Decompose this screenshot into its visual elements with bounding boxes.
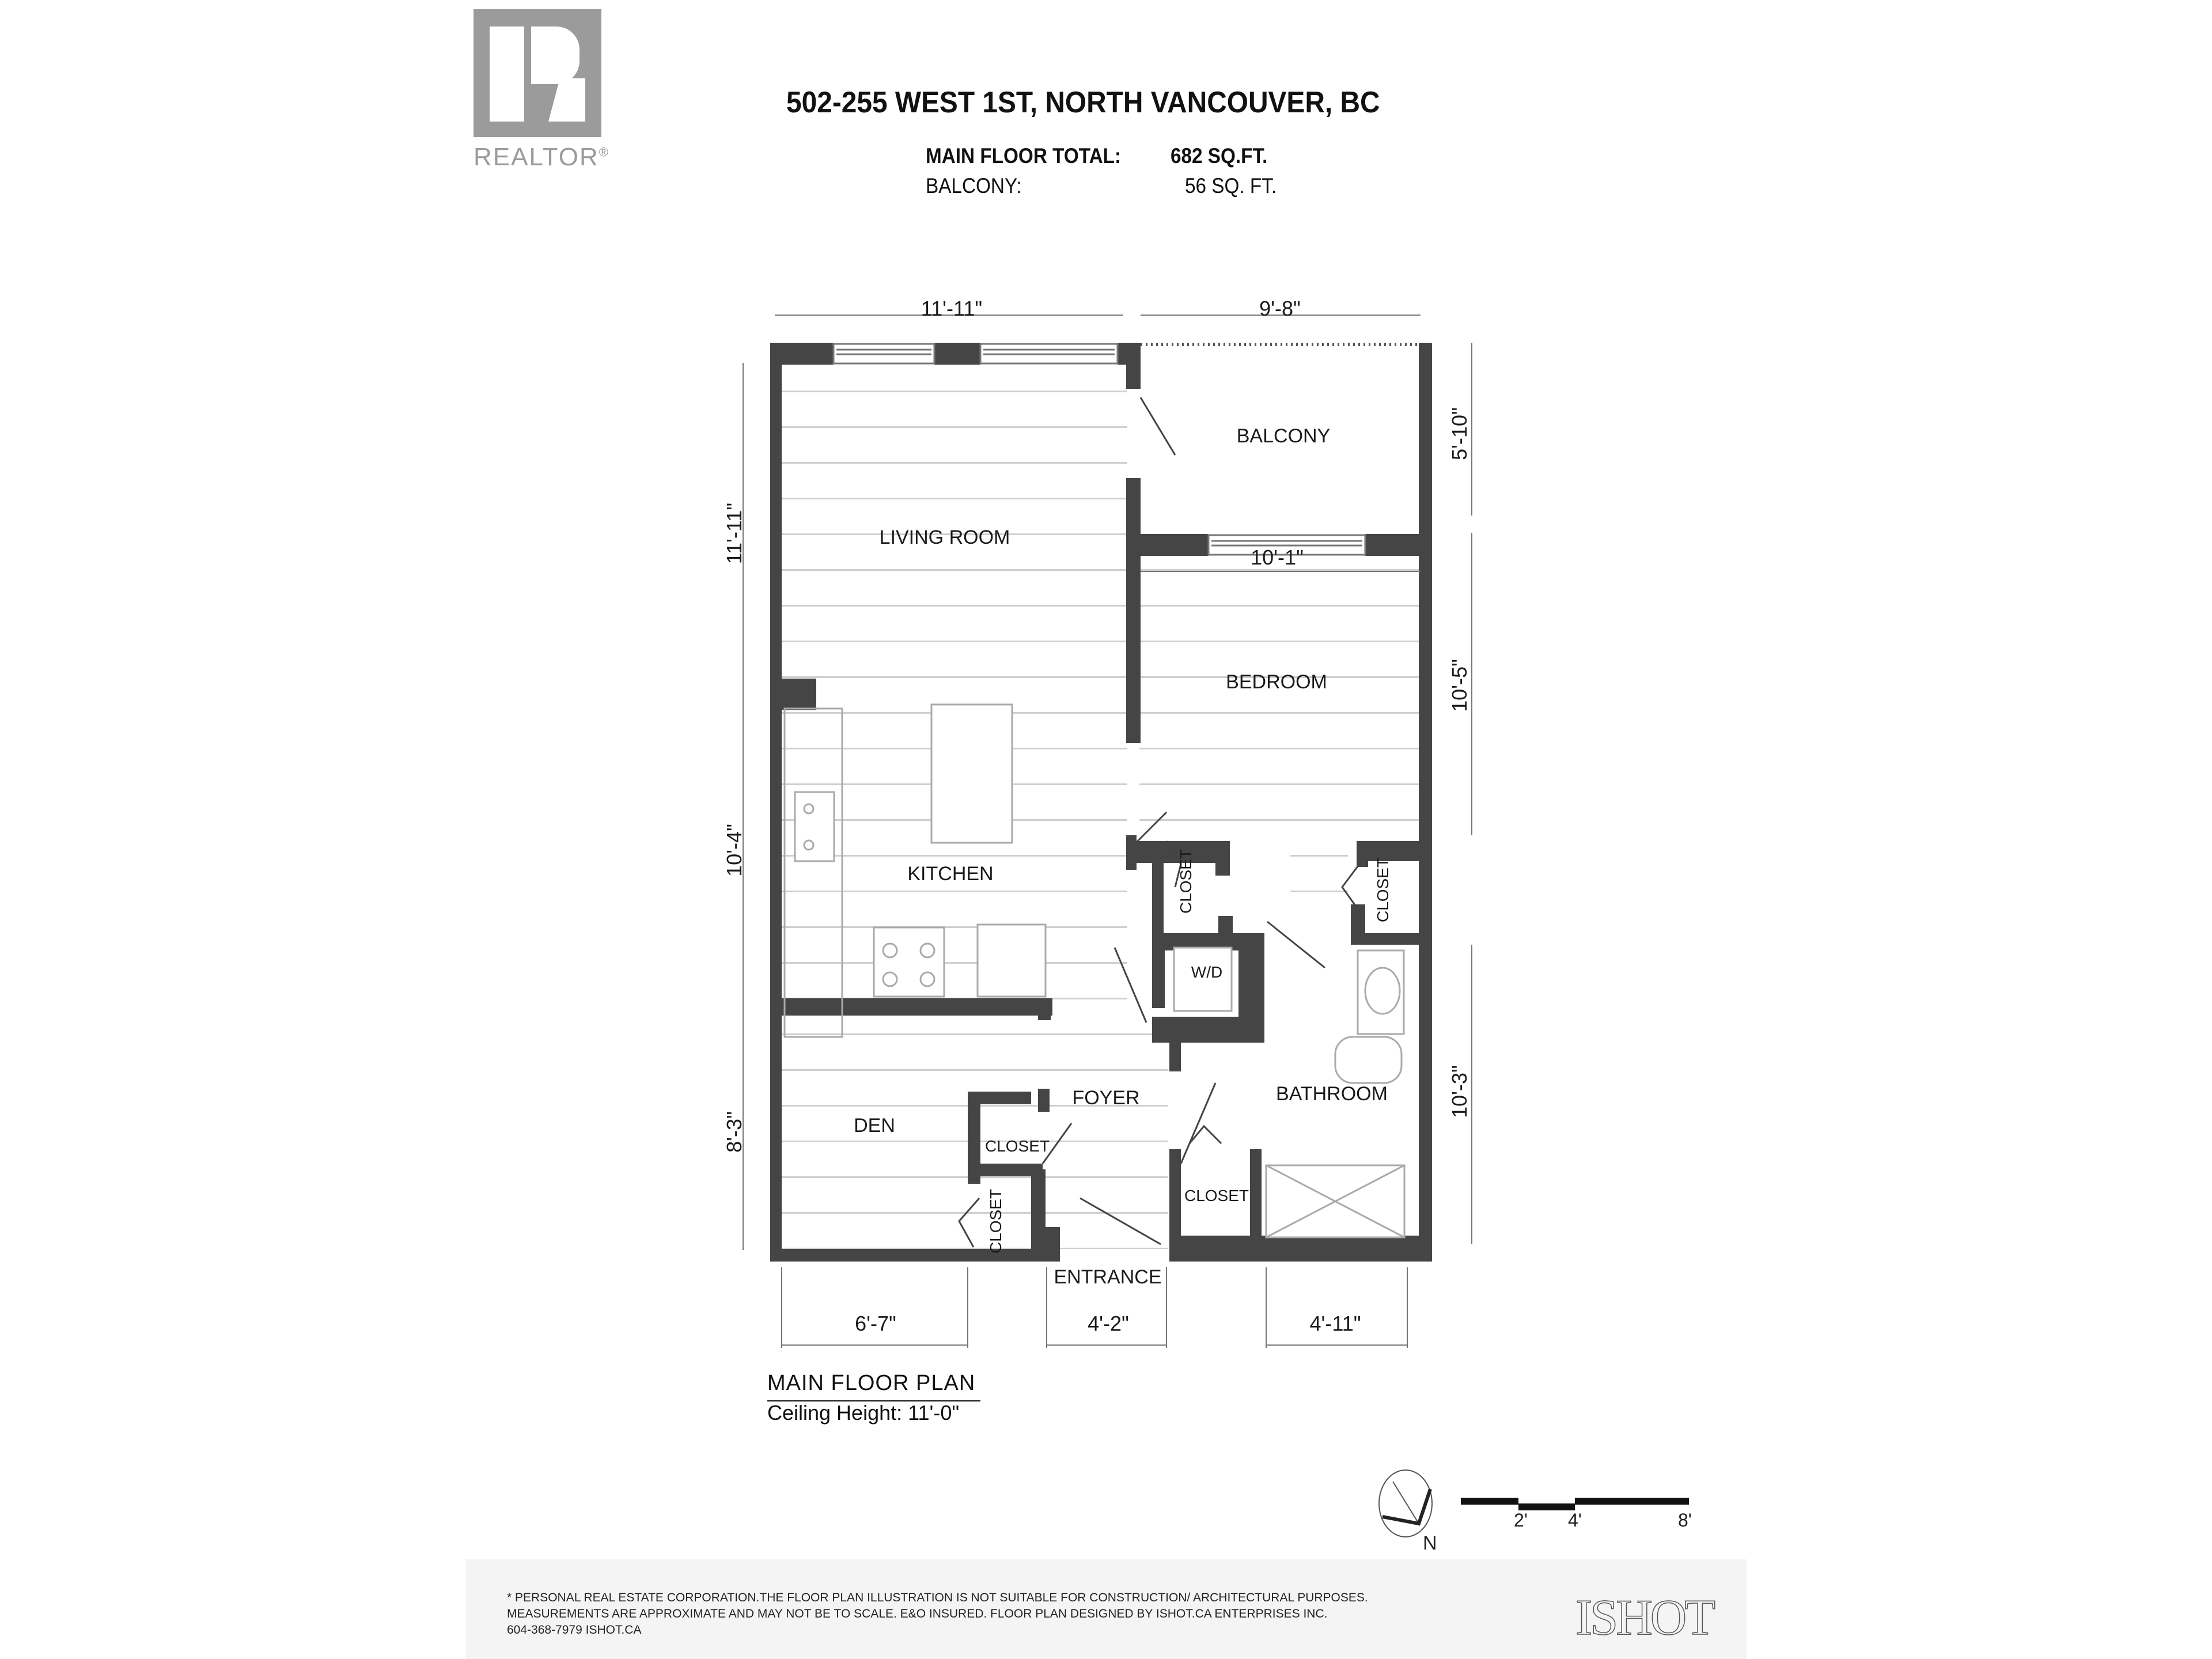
room-label-bedroom: BEDROOM <box>1226 671 1327 693</box>
realtor-wordmark: REALTOR® <box>474 143 609 172</box>
footer-disclaimer: * PERSONAL REAL ESTATE CORPORATION.THE F… <box>507 1590 1368 1638</box>
room-label-bed-closet-left: CLOSET <box>1177 849 1195 914</box>
den-small-closet-door-icon <box>958 1198 980 1248</box>
dimension-lines <box>743 315 1472 1348</box>
sink-icon <box>794 791 835 862</box>
scale-tick-8: 8' <box>1678 1510 1692 1531</box>
room-label-den: DEN <box>854 1115 895 1137</box>
dim-right-lower: 10'-3" <box>1448 1065 1471 1118</box>
kitchen-island <box>930 703 1013 844</box>
disclaimer-line-3: 604-368-7979 ISHOT.CA <box>507 1623 642 1637</box>
dim-top-right: 9'-8" <box>1259 297 1301 320</box>
main-floor-value: 682 SQ.FT. <box>1171 144 1268 168</box>
logo-r-stem <box>490 26 524 122</box>
room-label-wd: W/D <box>1191 963 1222 981</box>
north-compass-icon: N <box>1378 1469 1437 1554</box>
foyer-closet-bifold-icon <box>1188 1124 1222 1145</box>
dim-left-upper: 11'-11" <box>722 503 746 564</box>
dim-top-left: 11'-11" <box>921 297 982 320</box>
scale-tick-2: 2' <box>1514 1510 1528 1531</box>
room-label-balcony: BALCONY <box>1237 425 1331 447</box>
balcony-area-value: 56 SQ. FT. <box>1185 174 1277 198</box>
wd-door-icon <box>1113 947 1147 1023</box>
property-address: 502-255 WEST 1ST, NORTH VANCOUVER, BC <box>786 86 1380 119</box>
scale-tick-4: 4' <box>1568 1510 1582 1531</box>
logo-r-leg <box>548 78 585 122</box>
room-label-den-small-closet: CLOSET <box>987 1189 1005 1253</box>
balcony-area-label: BALCONY: <box>926 174 1022 198</box>
plan-title: MAIN FLOOR PLAN <box>767 1371 976 1395</box>
room-label-entrance: ENTRANCE <box>1054 1266 1161 1288</box>
room-label-foyer-closet: CLOSET <box>1184 1187 1249 1205</box>
logo-r-bowl <box>531 26 579 84</box>
dim-right-middle: 10'-5" <box>1448 659 1471 712</box>
walls <box>770 343 1432 1262</box>
fridge-icon <box>976 923 1047 998</box>
room-label-kitchen: KITCHEN <box>907 863 993 885</box>
scale-bar: 2' 4' 8' <box>1461 1498 1692 1531</box>
registered-mark: ® <box>599 145 609 160</box>
disclaimer-line-2: MEASUREMENTS ARE APPROXIMATE AND MAY NOT… <box>507 1607 1328 1620</box>
room-label-bed-closet-right: CLOSET <box>1374 858 1392 922</box>
realtor-logo <box>474 9 601 137</box>
bedroom-door-icon <box>1131 811 1168 848</box>
room-label-foyer: FOYER <box>1072 1087 1139 1109</box>
kitchen-fixtures <box>783 703 1406 1238</box>
realtor-text: REALTOR <box>474 143 599 171</box>
bifold-closet-left-icon <box>1165 840 1182 888</box>
ishot-logo: ISHOT <box>1575 1589 1716 1646</box>
north-label: N <box>1423 1532 1437 1554</box>
foyer-closet-door-icon <box>1180 1082 1217 1164</box>
toilet-icon <box>1334 1036 1403 1084</box>
bifold-closet-right-icon <box>1341 863 1361 908</box>
room-label-bathroom: BATHROOM <box>1276 1083 1388 1105</box>
room-label-living: LIVING ROOM <box>880 527 1010 548</box>
room-label-den-closet: CLOSET <box>985 1137 1050 1155</box>
dim-right-upper: 5'-10" <box>1448 407 1471 460</box>
dim-bottom-left: 6'-7" <box>855 1312 896 1335</box>
den-closet-door-icon <box>1041 1123 1073 1164</box>
dim-bedroom-width: 10'-1" <box>1251 546 1304 569</box>
ceiling-height: Ceiling Height: 11'-0" <box>767 1401 960 1425</box>
disclaimer-line-1: * PERSONAL REAL ESTATE CORPORATION.THE F… <box>507 1591 1368 1604</box>
plan-title-underline <box>767 1400 980 1402</box>
dim-bottom-middle: 4'-2" <box>1088 1312 1129 1335</box>
washer-dryer-icon <box>1173 946 1233 1012</box>
dim-left-middle: 10'-4" <box>722 824 746 877</box>
dim-bottom-right: 4'-11" <box>1309 1312 1361 1335</box>
entrance-door-icon <box>1080 1197 1161 1245</box>
stove-icon <box>873 926 945 998</box>
dim-left-lower: 8'-3" <box>722 1111 746 1153</box>
doors <box>958 397 1361 1248</box>
floor-hatching <box>782 365 1419 1249</box>
footer <box>465 1559 1747 1659</box>
bathroom-door-icon <box>1267 921 1325 969</box>
balcony-door-icon <box>1139 397 1176 456</box>
windows <box>832 343 1366 556</box>
main-floor-label: MAIN FLOOR TOTAL: <box>926 144 1122 168</box>
